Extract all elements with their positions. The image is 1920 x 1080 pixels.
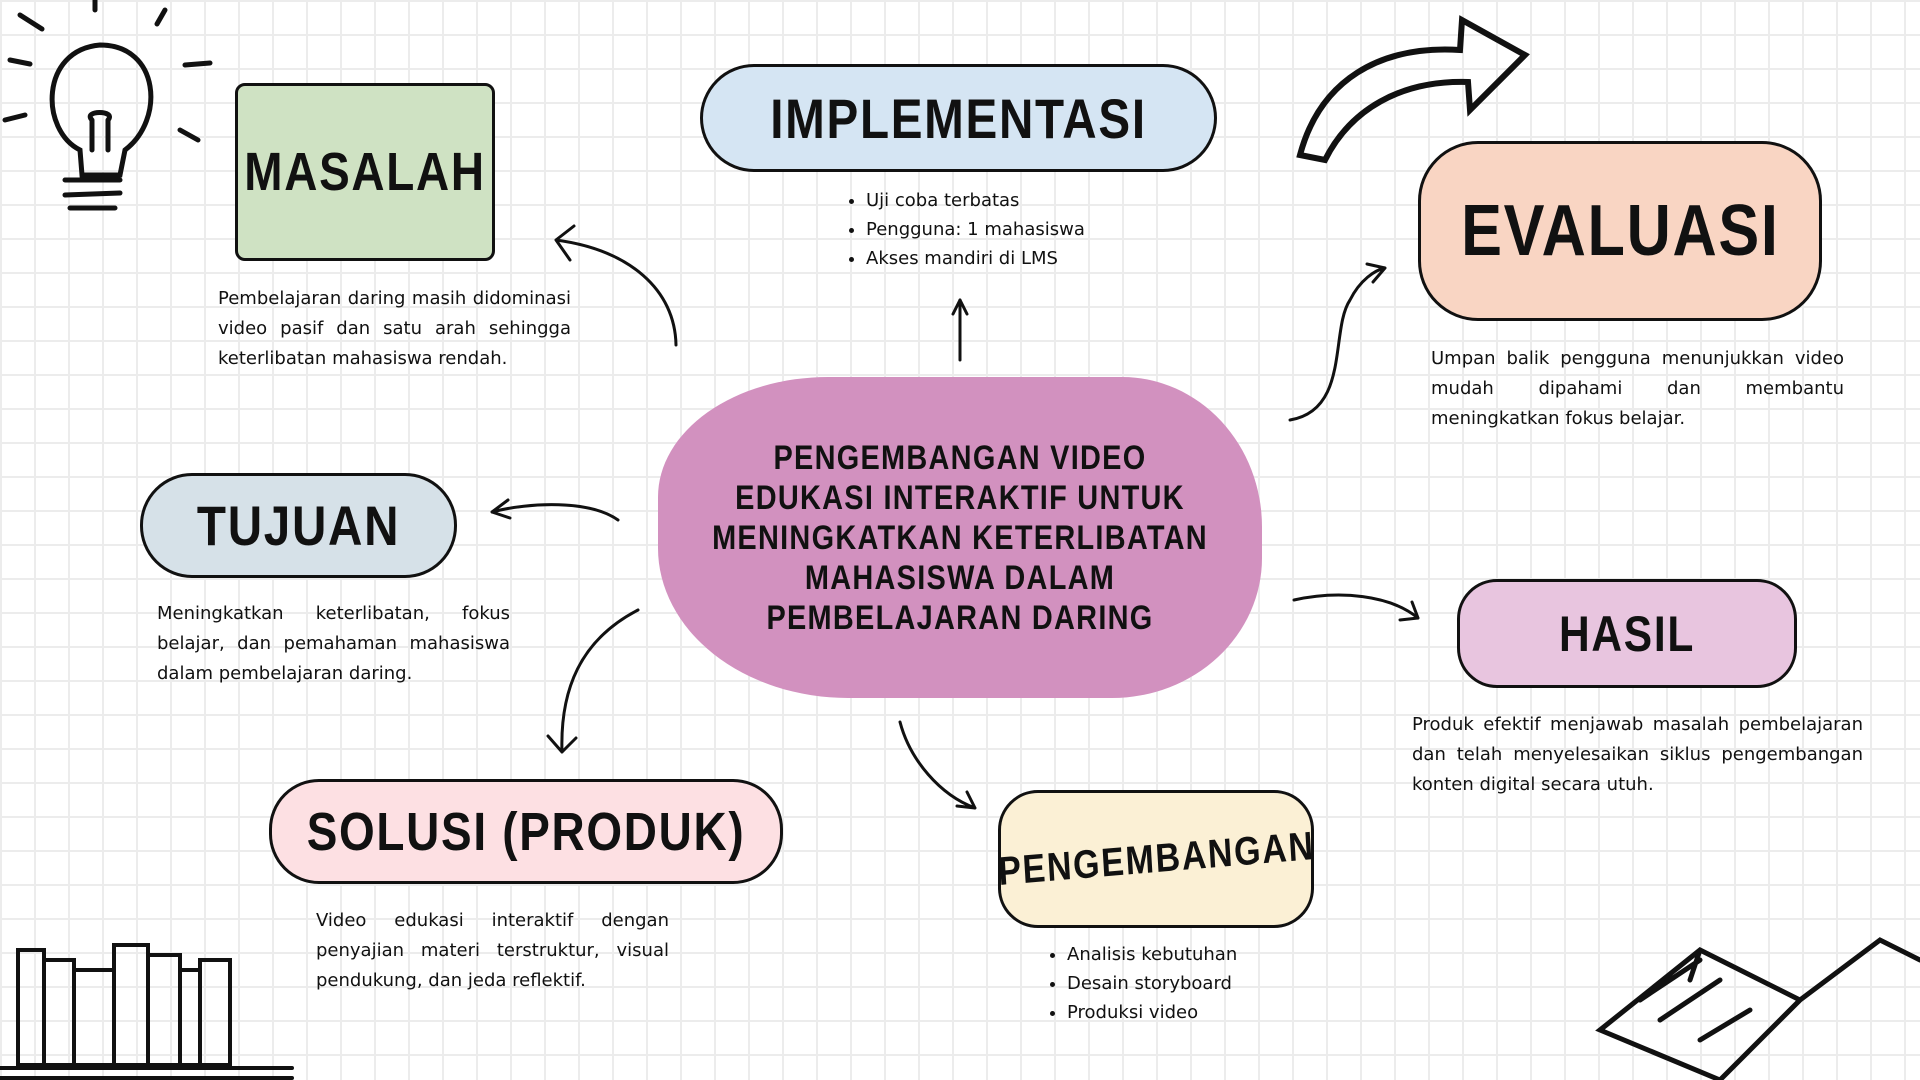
list-item: Akses mandiri di LMS [866,244,1085,273]
hasil-box: HASIL [1457,579,1797,688]
arrow-to-tujuan [490,498,620,522]
arrow-to-hasil [1292,593,1420,622]
arrow-to-evaluasi [1288,262,1387,422]
implementasi-title: IMPLEMENTASI [770,86,1147,150]
masalah-text: Pembelajaran daring masih didominasi vid… [218,288,571,369]
evaluasi-title: EVALUASI [1460,191,1780,271]
list-item: Analisis kebutuhan [1067,940,1237,969]
arrow-to-masalah [554,224,678,347]
tujuan-text: Meningkatkan keterlibatan, fokus belajar… [157,603,510,684]
arrow-to-solusi [546,608,640,754]
solusi-box: SOLUSI (PRODUK) [269,779,783,884]
books-icon [0,943,294,1080]
open-book-icon [1595,937,1920,1080]
solusi-text: Video edukasi interaktif dengan penyajia… [316,910,669,991]
arrow-to-implementasi [951,298,969,362]
hasil-text: Produk efektif menjawab masalah pembelaj… [1412,714,1863,795]
pengembangan-title: PENGEMBANGAN [996,823,1316,894]
tujuan-title: TUJUAN [196,494,401,557]
pengembangan-box: PENGEMBANGAN [996,790,1316,928]
hasil-title: HASIL [1559,605,1695,662]
implementasi-box: IMPLEMENTASI [700,64,1217,172]
evaluasi-text: Umpan balik pengguna menunjukkan video m… [1431,348,1844,429]
pengembangan-list: Analisis kebutuhan Desain storyboard Pro… [1043,940,1237,1027]
arrow-to-pengembangan [898,720,977,810]
masalah-box: MASALAH [235,83,495,261]
list-item: Produksi video [1067,998,1237,1027]
implementasi-list: Uji coba terbatas Pengguna: 1 mahasiswa … [842,186,1085,273]
list-item: Pengguna: 1 mahasiswa [866,215,1085,244]
list-item: Desain storyboard [1067,969,1237,998]
lightbulb-icon [2,0,213,211]
tujuan-box: TUJUAN [140,473,457,578]
evaluasi-box: EVALUASI [1418,141,1822,321]
center-topic: PENGEMBANGAN VIDEO EDUKASI INTERAKTIF UN… [658,377,1262,698]
big-arrow-icon [1296,15,1530,164]
masalah-title: MASALAH [244,142,486,202]
solusi-title: SOLUSI (PRODUK) [306,801,746,862]
center-title: PENGEMBANGAN VIDEO EDUKASI INTERAKTIF UN… [712,438,1208,637]
list-item: Uji coba terbatas [866,186,1085,215]
